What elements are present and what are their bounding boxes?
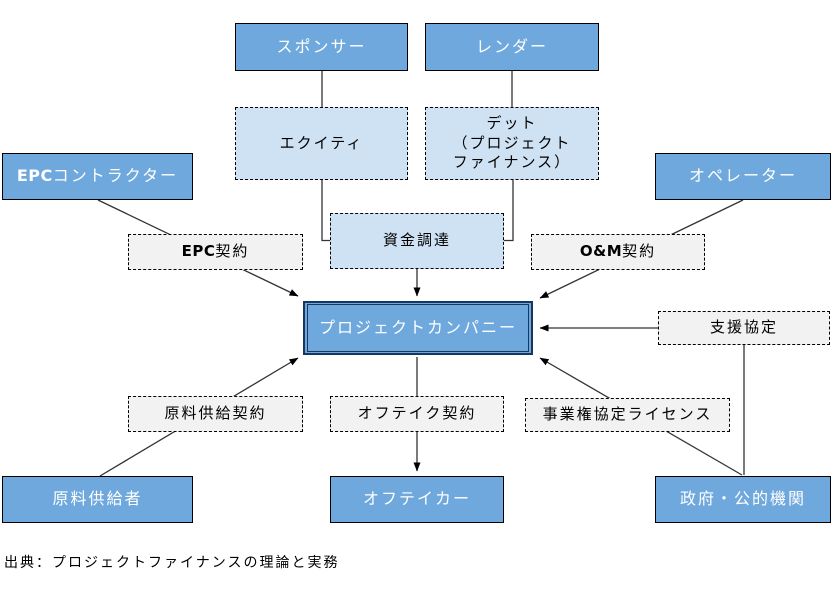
node-label: 事業権協定ライセンス	[542, 405, 713, 424]
node-label: 資金調達	[382, 231, 451, 250]
node-label: 契約	[622, 242, 657, 261]
project-company-inner-border: プロジェクトカンパニー	[307, 304, 529, 352]
node-label: 支援協定	[709, 318, 778, 337]
node-label: プロジェクトカンパニー	[318, 317, 517, 337]
node-epc-contractor: EPCコントラクター	[2, 153, 193, 200]
node-om-contract: O&M契約	[531, 234, 705, 270]
node-label: オフテイカー	[362, 489, 471, 509]
connector-debt-funding	[504, 180, 514, 242]
node-offtake-contract: オフテイク契約	[330, 396, 504, 432]
connector-equity-funding	[321, 180, 330, 242]
node-label: エクイティ	[279, 133, 364, 152]
node-label: デット （プロジェクト ファイナンス）	[452, 114, 572, 172]
node-label: スポンサー	[276, 36, 367, 56]
node-raw-supplier: 原料供給者	[2, 476, 193, 523]
node-label: オペレーター	[688, 166, 797, 186]
node-label: レンダー	[475, 36, 548, 56]
node-label: コントラクター	[52, 166, 179, 186]
node-offtaker: オフテイカー	[330, 476, 504, 523]
node-epc-contract: EPC契約	[128, 234, 303, 270]
node-support-agreement: 支援協定	[658, 311, 830, 345]
node-label: 原料供給者	[52, 489, 143, 509]
node-label: 政府・公的機関	[679, 489, 806, 509]
node-debt: デット （プロジェクト ファイナンス）	[425, 107, 599, 180]
node-lender: レンダー	[425, 23, 599, 71]
node-license: 事業権協定ライセンス	[525, 398, 730, 432]
node-label: 原料供給契約	[164, 404, 267, 423]
node-project-company: プロジェクトカンパニー	[303, 301, 533, 355]
node-sponsor: スポンサー	[235, 23, 408, 71]
node-label: 契約	[215, 242, 250, 261]
node-operator: オペレーター	[655, 153, 831, 200]
node-funding: 資金調達	[330, 213, 504, 269]
node-government: 政府・公的機関	[655, 476, 831, 523]
source-caption: 出典：プロジェクトファイナンスの理論と実務	[4, 555, 340, 571]
node-label: オフテイク契約	[357, 404, 477, 423]
node-supply-contract: 原料供給契約	[128, 396, 303, 432]
node-equity: エクイティ	[235, 107, 408, 180]
